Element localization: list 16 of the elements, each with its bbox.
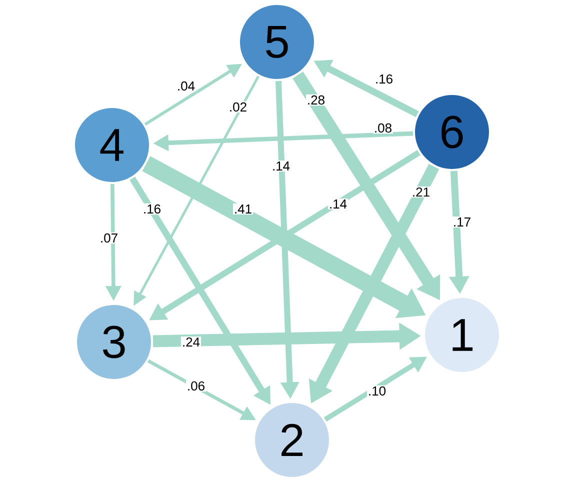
circle-node: 5 xyxy=(240,5,314,79)
edge-label: .07 xyxy=(98,232,120,244)
circle-node: 2 xyxy=(255,403,329,477)
circle-node: 3 xyxy=(77,305,151,379)
edge-label: .21 xyxy=(410,186,432,198)
circle-node: 4 xyxy=(75,108,149,182)
edge-label: .28 xyxy=(306,94,326,106)
edge-label: .14 xyxy=(270,160,292,172)
edge-label: .17 xyxy=(452,216,472,228)
edge-label: .06 xyxy=(186,380,206,392)
circle-node: 6 xyxy=(415,95,489,169)
edge-label: .08 xyxy=(372,122,394,134)
edge-label: .10 xyxy=(366,385,388,397)
circle-node: 1 xyxy=(425,298,499,372)
edge-label: .14 xyxy=(328,198,348,210)
edge-label: .16 xyxy=(374,73,394,85)
